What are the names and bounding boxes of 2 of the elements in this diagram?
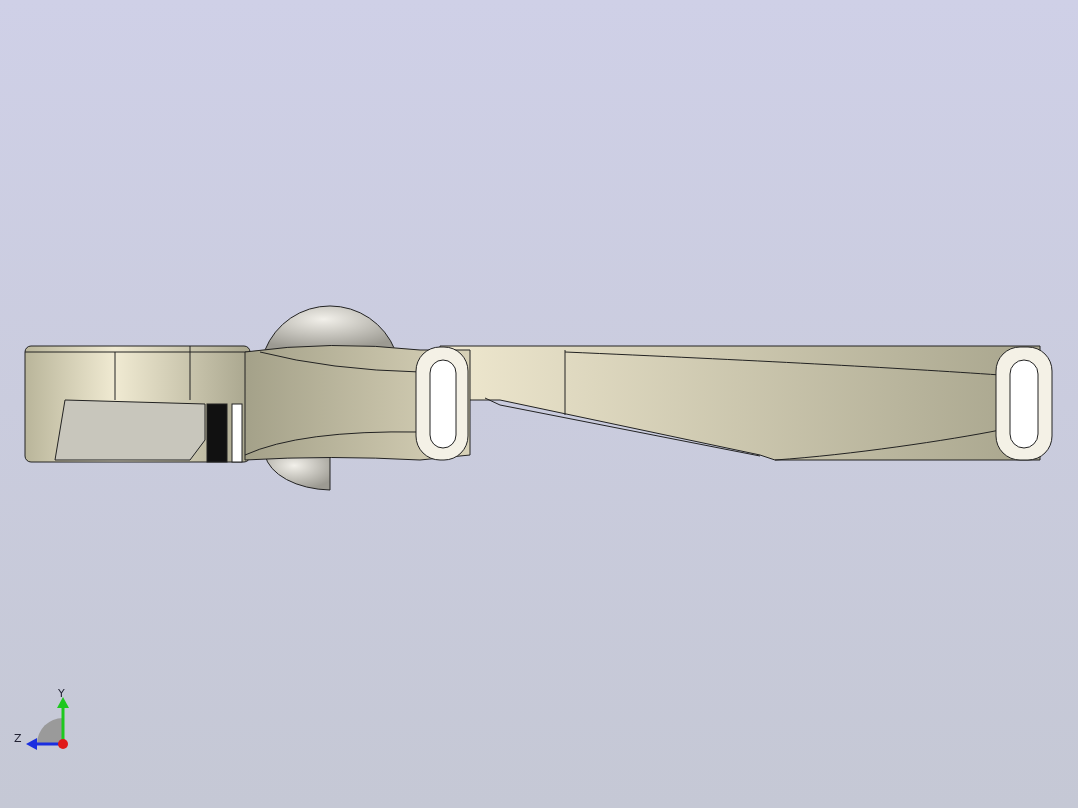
axis-label: Z: [14, 733, 22, 744]
axis-label: Y: [58, 688, 65, 699]
